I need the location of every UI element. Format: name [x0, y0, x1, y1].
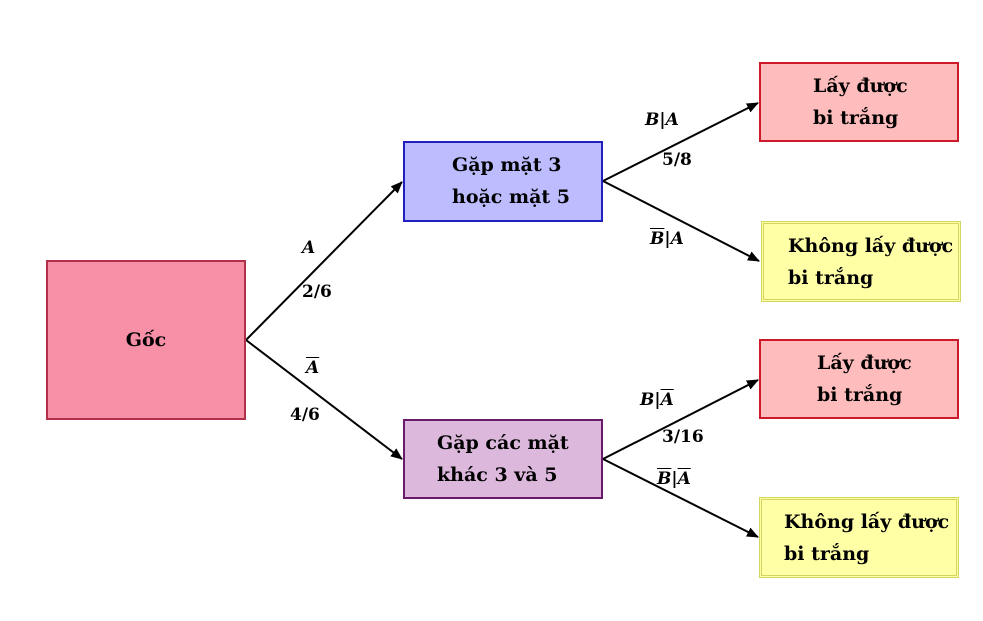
edge-not-a-not-b-event-left: B: [657, 469, 672, 489]
node-a-not-b-line-1: Không lấy được: [788, 235, 954, 257]
node-not-a-line-1: Gặp các mặt: [437, 432, 569, 454]
edge-root-not-a-prob: 4/6: [290, 405, 320, 425]
node-not-a-b: Lấy được bi trắng: [759, 339, 959, 419]
node-not-a-not-b: Không lấy được bi trắng: [759, 497, 959, 578]
edge-a-b-prob: 5/8: [662, 150, 692, 170]
node-root: Gốc: [46, 260, 246, 420]
edge-a-b: [602, 102, 759, 182]
edge-a-not-b-event-left: B: [650, 229, 665, 249]
node-a-not-b: Không lấy được bi trắng: [761, 221, 961, 302]
node-not-a-not-b-line-2: bi trắng: [784, 543, 870, 565]
edge-not-a-b-event-left: B: [640, 390, 655, 410]
edge-not-a-b-event: B|A: [640, 390, 674, 410]
node-a-b-line-1: Lấy được: [813, 75, 908, 97]
edge-a-b-event-right: A: [665, 110, 679, 130]
node-a-b: Lấy được bi trắng: [759, 62, 959, 142]
edge-not-a-b: [602, 379, 759, 460]
edge-a-b-event-left: B: [645, 110, 660, 130]
node-a: Gặp mặt 3 hoặc mặt 5: [403, 141, 603, 222]
node-not-a-not-b-line-1: Không lấy được: [784, 511, 950, 533]
edge-a-not-b-event-right: A: [670, 229, 684, 249]
edge-not-a-not-b-event: B|A: [657, 469, 691, 489]
node-not-a: Gặp các mặt khác 3 và 5: [403, 419, 603, 499]
edge-root-a-event: A: [302, 238, 316, 258]
node-a-b-line-2: bi trắng: [813, 107, 899, 129]
node-root-label: Gốc: [125, 329, 167, 351]
edge-root-a-prob: 2/6: [302, 282, 332, 302]
node-not-a-b-line-1: Lấy được: [817, 352, 912, 374]
edge-not-a-not-b-event-right: A: [677, 469, 691, 489]
node-not-a-b-line-2: bi trắng: [817, 384, 903, 406]
edge-root-a: [245, 181, 403, 341]
edge-not-a-b-prob: 3/16: [662, 427, 704, 447]
node-a-line-2: hoặc mặt 5: [452, 186, 571, 208]
edge-a-not-b-event: B|A: [650, 229, 684, 249]
node-a-line-1: Gặp mặt 3: [452, 154, 562, 176]
node-a-not-b-line-2: bi trắng: [788, 267, 874, 289]
edge-root-not-a: [245, 339, 403, 460]
node-not-a-line-2: khác 3 và 5: [437, 464, 558, 486]
edge-a-b-event: B|A: [645, 110, 679, 130]
edge-a-not-b: [602, 180, 760, 262]
edge-not-a-not-b: [602, 458, 759, 538]
edge-not-a-b-event-right: A: [660, 390, 674, 410]
edge-root-not-a-event: A: [306, 358, 320, 378]
